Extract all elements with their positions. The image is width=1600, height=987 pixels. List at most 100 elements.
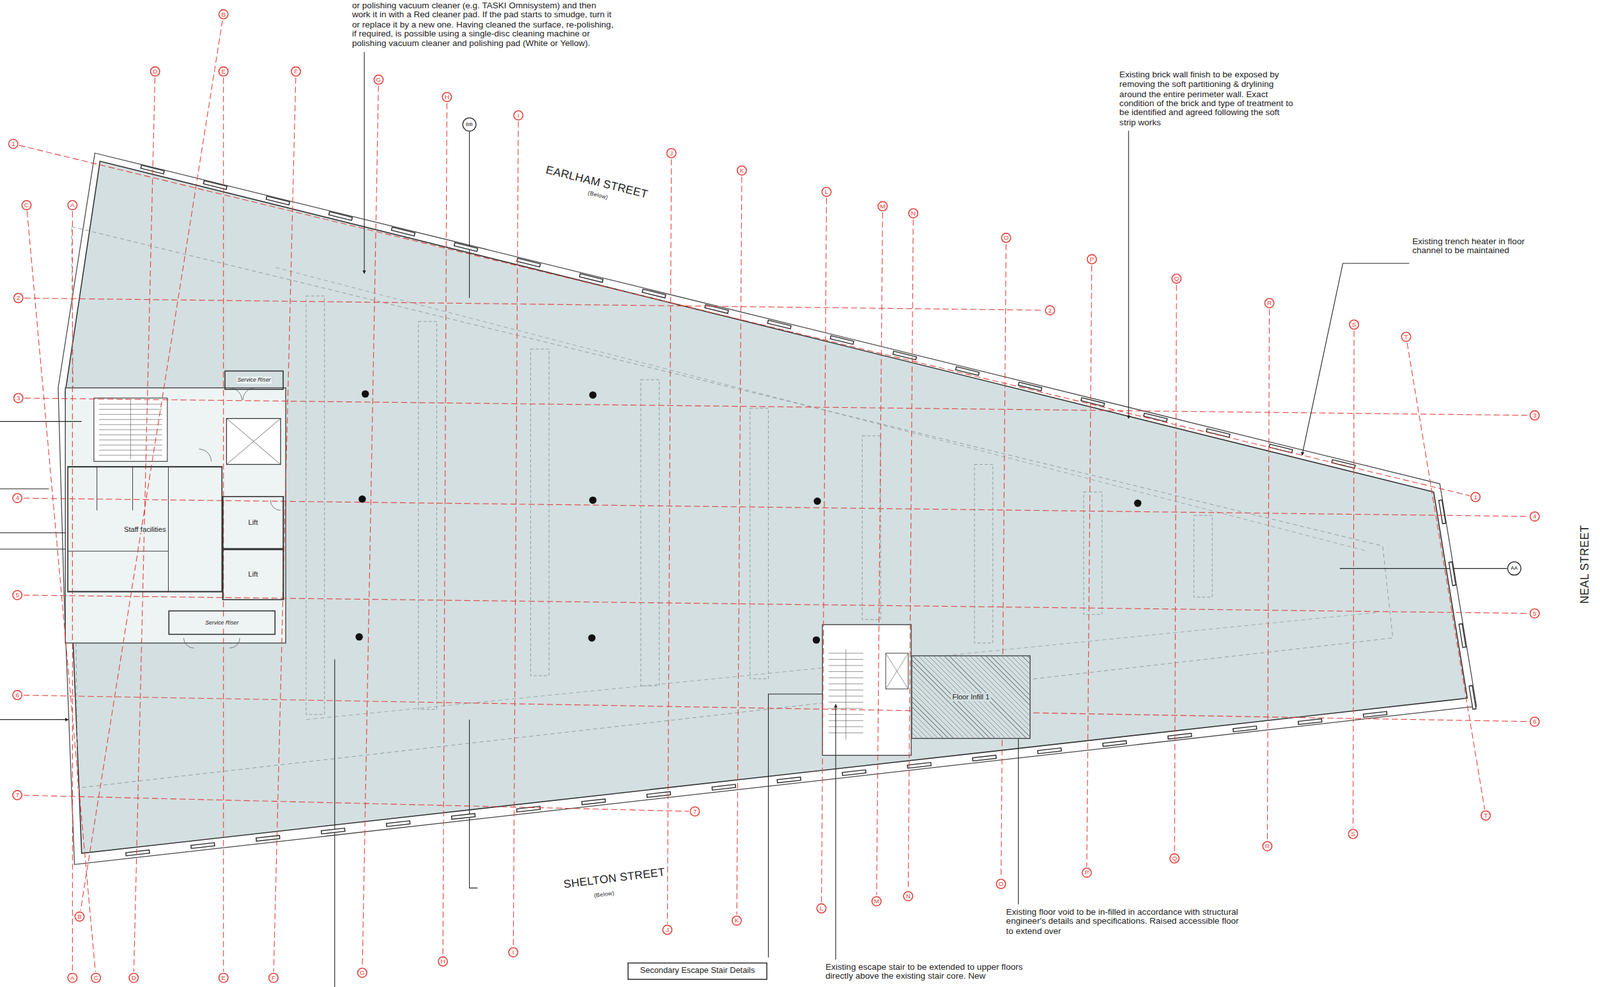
grid-label: B	[77, 913, 82, 920]
lift-car: Lift	[222, 548, 284, 600]
window-glass	[777, 778, 800, 781]
label-box: Existing floor void to be in-filled in a…	[1006, 906, 1246, 936]
riser-shaft	[226, 418, 282, 465]
grid-bubble: I	[513, 109, 524, 121]
grid-label: Q	[1171, 854, 1177, 862]
grid-bubble: 1	[1470, 492, 1481, 503]
grid-label: P	[1089, 256, 1094, 263]
window-frame	[704, 306, 729, 312]
grid-bubble: L	[816, 902, 827, 914]
grid-line	[24, 398, 1529, 416]
grid-bubble: Q	[1171, 273, 1182, 284]
window-frame	[711, 785, 737, 788]
grid-label: J	[665, 926, 670, 933]
window-frame	[1167, 734, 1192, 738]
leader-line	[364, 51, 365, 273]
grille	[530, 348, 549, 676]
grid-bubble: B	[218, 8, 229, 20]
leader-line	[768, 693, 823, 958]
leader-line	[1128, 130, 1130, 418]
grid-label: C	[93, 974, 99, 981]
grid-label: H	[440, 957, 446, 965]
window-glass	[454, 244, 477, 250]
grid-line	[23, 695, 1529, 722]
grid-bubble: T	[1480, 810, 1491, 821]
window-frame	[579, 274, 604, 281]
grid-label: 2	[16, 294, 21, 301]
grid-line	[1001, 244, 1007, 878]
window-glass	[1364, 712, 1387, 716]
window-glass	[842, 771, 866, 774]
section-marker	[462, 117, 477, 131]
window-frame	[907, 763, 932, 767]
stair	[93, 398, 168, 462]
window-glass	[956, 368, 979, 374]
grid-label: 3	[16, 394, 21, 402]
grid-label: D	[131, 974, 137, 981]
window-frame	[646, 792, 671, 796]
window-frame	[1362, 712, 1388, 716]
label-box: NEAL STREET	[1578, 523, 1591, 605]
grid-line	[876, 212, 883, 895]
window-glass	[706, 306, 728, 312]
window-glass	[1038, 749, 1061, 753]
grid-label: C	[24, 201, 29, 209]
floor-infill: Floor Infill 1	[911, 654, 1031, 739]
grid-label: I	[512, 948, 515, 956]
window-frame	[1331, 460, 1356, 467]
column	[812, 635, 820, 643]
title-box: Secondary Escape Stair Details	[627, 962, 768, 980]
stair-treads	[828, 648, 864, 740]
grid-bubble: G	[357, 967, 368, 978]
grid-label: G	[359, 969, 365, 976]
grid-label: R	[1267, 299, 1272, 307]
grid-line	[907, 219, 914, 890]
grid-bubble: Q	[1169, 853, 1180, 864]
street-name: SHELTON STREET	[562, 865, 666, 891]
grid-bubble: O	[1001, 232, 1012, 243]
grid-bubble: I	[507, 946, 519, 958]
section-line	[469, 719, 478, 888]
grille	[861, 435, 881, 620]
grid-label: O	[998, 880, 1004, 887]
grid-line	[736, 176, 742, 914]
room-label: Service Riser	[204, 619, 240, 626]
window-glass	[392, 228, 415, 234]
grid-label: N	[911, 210, 916, 217]
grid-label: D	[152, 68, 158, 75]
window-frame	[454, 244, 478, 250]
columns	[355, 390, 1142, 644]
street-name: (Below)	[587, 189, 609, 200]
label-box: BB	[465, 121, 473, 128]
window-glass	[1103, 741, 1126, 745]
grid-label: 5	[15, 591, 20, 599]
window-frame	[1037, 748, 1062, 752]
window-frame	[1297, 720, 1323, 723]
grid-label: M	[874, 897, 880, 905]
grid-line	[667, 159, 671, 924]
grid-label: 3	[1532, 412, 1537, 419]
window-frame	[842, 771, 867, 774]
grid-bubble: 1	[8, 138, 19, 149]
label-box: AA	[1510, 565, 1518, 572]
room-label: Lift	[247, 518, 259, 526]
grid-line	[442, 102, 447, 955]
window-glass	[1299, 720, 1322, 723]
window-frame	[1460, 623, 1465, 648]
window-glass	[1168, 734, 1192, 738]
grid-label: Q	[1173, 275, 1179, 282]
grid-label: R	[1265, 842, 1270, 850]
window-frame	[1081, 398, 1105, 405]
window-glass	[1144, 414, 1167, 420]
section-label: AA	[1510, 564, 1518, 571]
window-glass	[256, 836, 280, 839]
shaft-cross	[885, 653, 908, 689]
grid-bubble: T	[1401, 331, 1412, 342]
grid-bubble: R	[1264, 297, 1275, 308]
window-frame	[255, 836, 280, 839]
window-frame	[190, 844, 215, 847]
window-glass	[907, 763, 931, 767]
grid-line	[80, 20, 223, 911]
